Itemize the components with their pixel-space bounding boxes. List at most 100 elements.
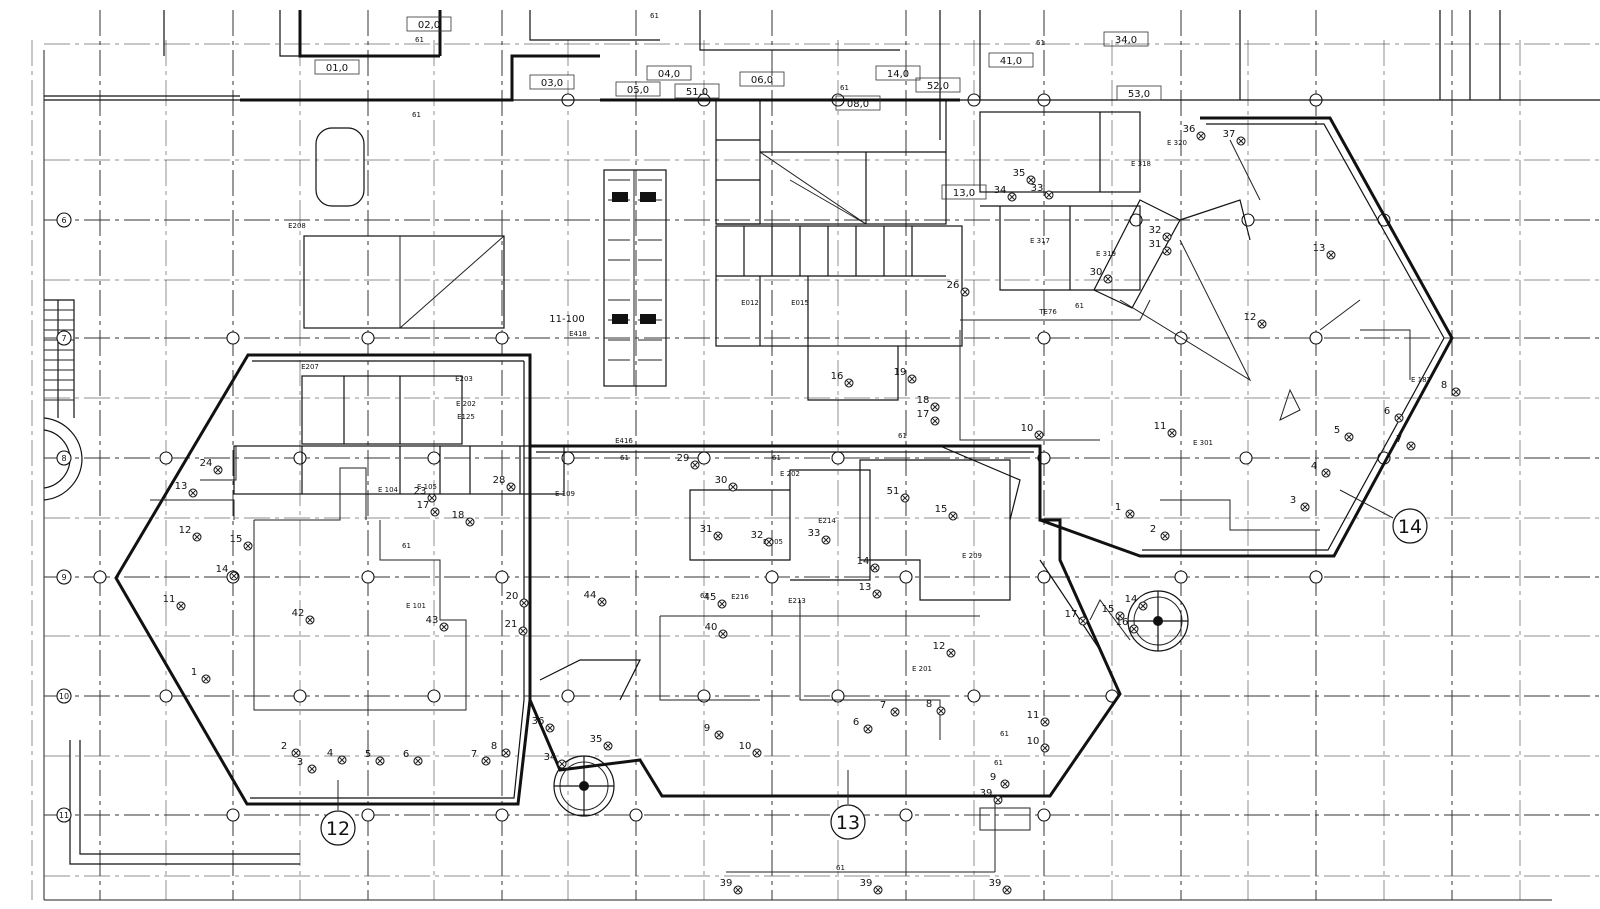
wire-label: 61 bbox=[1000, 730, 1009, 738]
fixture-cross bbox=[1130, 625, 1138, 633]
room-label-box bbox=[941, 184, 987, 200]
fixture-cross bbox=[718, 600, 726, 608]
fixture-point: 6 bbox=[1384, 406, 1404, 423]
room-label: 51,0 bbox=[686, 87, 708, 98]
column-marker bbox=[967, 689, 981, 703]
fixture-number: 12 bbox=[933, 641, 946, 652]
fixture-cross bbox=[244, 542, 252, 550]
room-label: E 317 bbox=[1030, 237, 1050, 245]
room-label: E213 bbox=[788, 597, 806, 605]
room-label: E418 bbox=[569, 330, 587, 338]
fixture-cross bbox=[1452, 388, 1460, 396]
fixture-number: 43 bbox=[426, 615, 439, 626]
column-marker bbox=[226, 331, 240, 345]
fixture-cross bbox=[874, 886, 882, 894]
fixture-number: 16 bbox=[1116, 617, 1129, 628]
fixture-point: 37 bbox=[1223, 129, 1246, 146]
revolving-door-south bbox=[553, 755, 615, 817]
fixture-cross bbox=[502, 749, 510, 757]
wire-label: 61 bbox=[620, 454, 629, 462]
fixture-number: 15 bbox=[1102, 604, 1115, 615]
room-label: E216 bbox=[731, 593, 749, 601]
fixture-cross bbox=[1035, 431, 1043, 439]
fixture-number: 40 bbox=[705, 622, 718, 633]
column-marker bbox=[361, 570, 375, 584]
fixture-number: 16 bbox=[831, 371, 844, 382]
fixture-point: 35 bbox=[590, 734, 613, 751]
room-label-box bbox=[988, 52, 1034, 68]
fixture-point: 6 bbox=[403, 749, 423, 766]
wire-label: 61 bbox=[994, 759, 1003, 767]
fixture-cross bbox=[308, 765, 316, 773]
fixture-cross bbox=[1322, 469, 1330, 477]
fixture-cross bbox=[440, 623, 448, 631]
fixture-point: 3 bbox=[1290, 495, 1310, 512]
column-marker bbox=[831, 689, 845, 703]
revolving-doors bbox=[553, 590, 1189, 817]
fixture-number: 6 bbox=[853, 717, 859, 728]
fixture-number: 8 bbox=[1441, 380, 1447, 391]
axis-marker-circle bbox=[56, 450, 72, 466]
fixture-number: 28 bbox=[493, 475, 506, 486]
column-marker bbox=[1241, 213, 1255, 227]
room-label: E208 bbox=[288, 222, 306, 230]
fixture-number: 34 bbox=[544, 752, 557, 763]
fixture-number: 51 bbox=[887, 486, 900, 497]
fixture-point: 36 bbox=[532, 716, 555, 733]
fixture-cross bbox=[230, 572, 238, 580]
zone-marker-circle bbox=[830, 804, 866, 840]
fixture-cross bbox=[376, 757, 384, 765]
fixture-number: 9 bbox=[990, 772, 996, 783]
fixture-cross bbox=[520, 599, 528, 607]
fixture-number: 37 bbox=[1223, 129, 1236, 140]
fixture-point: 16 bbox=[1116, 617, 1139, 634]
fixture-point: 39 bbox=[989, 878, 1012, 895]
fixture-cross bbox=[1027, 176, 1035, 184]
fixture-number: 18 bbox=[917, 395, 930, 406]
room-label-box bbox=[1103, 31, 1149, 47]
fixture-cross bbox=[414, 757, 422, 765]
room-label: 52,0 bbox=[927, 81, 949, 92]
axis-marker-label: 10 bbox=[59, 692, 69, 701]
fixture-number: 10 bbox=[1027, 736, 1040, 747]
fixture-cross bbox=[1126, 510, 1134, 518]
fixture-number: 26 bbox=[947, 280, 960, 291]
fixture-point: 34 bbox=[994, 185, 1017, 202]
fixture-number: 3 bbox=[297, 757, 303, 768]
column-marker bbox=[629, 808, 643, 822]
axis-marker-circle bbox=[56, 688, 72, 704]
column-marker bbox=[1309, 570, 1323, 584]
fixture-point: 4 bbox=[327, 748, 347, 765]
fixture-number: 32 bbox=[751, 530, 764, 541]
room-label-box bbox=[314, 59, 360, 75]
fixture-cross bbox=[1407, 442, 1415, 450]
axis-marker-label: 7 bbox=[61, 334, 66, 343]
fixture-number: 29 bbox=[677, 453, 690, 464]
column-marker bbox=[899, 808, 913, 822]
column-marker bbox=[1037, 570, 1051, 584]
fixture-point: 39 bbox=[720, 878, 743, 895]
fixture-cross bbox=[871, 564, 879, 572]
fixture-cross bbox=[714, 532, 722, 540]
zone-14-outline bbox=[959, 116, 1454, 558]
room-label: E015 bbox=[791, 299, 809, 307]
column-marker bbox=[159, 451, 173, 465]
fixture-cross bbox=[1041, 744, 1049, 752]
room-label: 04,0 bbox=[658, 69, 680, 80]
fixture-point: 18 bbox=[452, 510, 475, 527]
fixture-point: 1 bbox=[191, 667, 211, 684]
fixture-number: 5 bbox=[365, 749, 371, 760]
fixture-cross bbox=[937, 707, 945, 715]
room-label: 05,0 bbox=[627, 85, 649, 96]
column-marker bbox=[1309, 331, 1323, 345]
fixture-number: 33 bbox=[808, 528, 821, 539]
wire-label: 61 bbox=[772, 454, 781, 462]
fixture-cross bbox=[1003, 886, 1011, 894]
escalator-block bbox=[603, 169, 667, 387]
wire-label: 61 bbox=[700, 592, 709, 600]
zone-marker-circle bbox=[1392, 508, 1428, 544]
fixture-point: 8 bbox=[1441, 380, 1461, 397]
